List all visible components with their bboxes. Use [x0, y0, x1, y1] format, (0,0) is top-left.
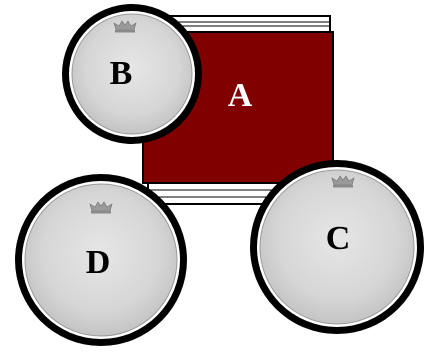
snare-drum-d: D — [15, 174, 187, 346]
tom-drum-b: B — [62, 4, 202, 144]
drum-label-a: A — [228, 77, 253, 114]
floor-tom-drum-c: C — [250, 160, 424, 334]
drum-head — [259, 169, 415, 325]
drum-label-d: D — [86, 244, 111, 281]
drum-head — [24, 183, 178, 337]
drum-label-c: C — [326, 220, 351, 257]
drum-label-b: B — [110, 55, 133, 92]
drum-head — [71, 13, 193, 135]
